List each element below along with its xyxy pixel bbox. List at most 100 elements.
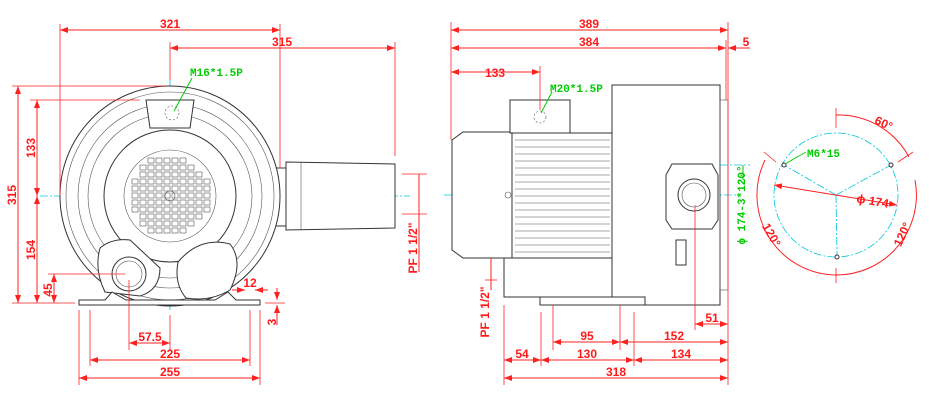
dim-134: 134 xyxy=(671,347,691,361)
grille-slot xyxy=(147,164,155,171)
grille-slot xyxy=(147,227,155,234)
angle-arc-120-right xyxy=(835,179,917,276)
dim-12: 12 xyxy=(243,276,257,290)
grille-slot xyxy=(131,185,139,192)
grille-slot xyxy=(155,164,163,171)
side-port-thread: PF 1 1/2" xyxy=(478,286,492,337)
flange-hole-pattern: 60° 120° 120° ϕ 174 M6*15 xyxy=(756,108,917,283)
grille-slot xyxy=(203,178,211,185)
flange-spec-label: ϕ 174-3*120° xyxy=(737,165,749,244)
grille-slot xyxy=(179,213,187,220)
terminal-box xyxy=(145,99,195,129)
front-cable-gland-label: M16*1.5P xyxy=(190,68,243,80)
grille-slot xyxy=(139,192,147,199)
motor-fan-cover xyxy=(451,131,513,259)
angle-60: 60° xyxy=(873,113,896,133)
side-inlet-port xyxy=(677,178,711,212)
grille-slot xyxy=(171,220,179,227)
dim-315-height: 315 xyxy=(5,185,19,205)
angle-arc-120-left xyxy=(756,159,837,276)
dim-133: 133 xyxy=(24,138,38,158)
dim-5: 5 xyxy=(743,35,750,49)
grille-slot xyxy=(163,227,171,234)
grille-slot xyxy=(179,220,187,227)
grille-slot xyxy=(171,227,179,234)
grille-slot xyxy=(139,171,147,178)
grille-slot xyxy=(147,206,155,213)
grille-slot xyxy=(179,185,187,192)
grille-slot xyxy=(147,192,155,199)
side-base-plate xyxy=(539,296,646,306)
grille-slot xyxy=(187,220,195,227)
grille-slot xyxy=(187,185,195,192)
dim-133-terminal: 133 xyxy=(485,66,505,80)
base-plate xyxy=(78,291,261,306)
dim-384: 384 xyxy=(579,35,599,49)
angle-arc-60 xyxy=(835,114,910,158)
dim-154: 154 xyxy=(24,240,38,260)
grille-slot xyxy=(179,206,187,213)
dim-321: 321 xyxy=(160,17,180,31)
grille-slot xyxy=(139,178,147,185)
grille-slot xyxy=(163,157,171,164)
grille-slot xyxy=(139,220,147,227)
dim-152: 152 xyxy=(664,329,684,343)
grille-slot xyxy=(195,185,203,192)
grille-slot xyxy=(147,213,155,220)
pcd-label: ϕ 174 xyxy=(856,191,891,210)
pitch-circle xyxy=(773,132,899,258)
grille-slot xyxy=(171,192,179,199)
grille-slot xyxy=(187,213,195,220)
grille-slot xyxy=(155,213,163,220)
grille-slot xyxy=(179,164,187,171)
grille-slot xyxy=(171,171,179,178)
grille-slot xyxy=(195,178,203,185)
dim-225: 225 xyxy=(160,347,180,361)
dim-3: 3 xyxy=(265,318,279,325)
hole-thread-label: M6*15 xyxy=(807,149,840,161)
dim-51: 51 xyxy=(705,311,719,325)
dim-255: 255 xyxy=(160,365,180,379)
muffler xyxy=(176,241,238,300)
grille-slot xyxy=(203,185,211,192)
side-cable-gland-label: M20*1.5P xyxy=(550,84,603,96)
grille-slot xyxy=(155,220,163,227)
grille-slot xyxy=(171,178,179,185)
bolt-hole xyxy=(888,162,894,168)
angle-120-left: 120° xyxy=(759,221,784,250)
grille-slot xyxy=(171,157,179,164)
grille-slot xyxy=(155,192,163,199)
grille-slot xyxy=(163,164,171,171)
grille-slot xyxy=(179,227,187,234)
grille-slot xyxy=(195,199,203,206)
grille-slot xyxy=(147,178,155,185)
dim-315-outlet: 315 xyxy=(272,35,292,49)
grille-slot xyxy=(195,171,203,178)
grille-slot xyxy=(195,192,203,199)
grille-slot xyxy=(147,220,155,227)
grille-slot xyxy=(203,192,211,199)
grille-slot xyxy=(163,178,171,185)
grille-slot xyxy=(171,213,179,220)
grille-slot xyxy=(203,206,211,213)
grille-slot xyxy=(203,199,211,206)
dim-45: 45 xyxy=(41,283,55,297)
motor-body xyxy=(511,132,613,259)
grille-slot xyxy=(163,171,171,178)
valve xyxy=(675,239,687,266)
grille-slot xyxy=(187,178,195,185)
grille-slot xyxy=(131,178,139,185)
dim-54: 54 xyxy=(515,347,529,361)
bolt-hole xyxy=(834,254,840,260)
grille-slot xyxy=(147,199,155,206)
grille-slot xyxy=(147,185,155,192)
grille-slot xyxy=(195,213,203,220)
side-view: 389 384 5 133 M20*1.5P 51 95 152 54 130 … xyxy=(444,17,750,385)
grille-slot xyxy=(131,199,139,206)
grille-slot xyxy=(187,199,195,206)
grille-slot xyxy=(163,192,171,199)
grille-slot xyxy=(171,206,179,213)
grille-slot xyxy=(155,199,163,206)
dim-389: 389 xyxy=(579,17,599,31)
grille-slot xyxy=(155,206,163,213)
